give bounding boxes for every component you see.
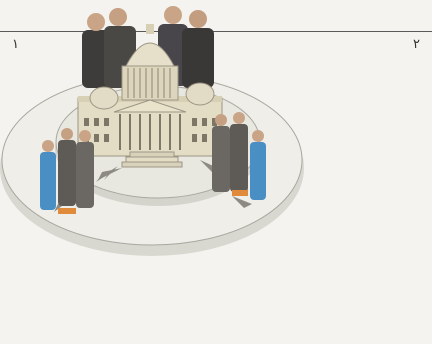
left-citizens-group: [40, 128, 94, 214]
